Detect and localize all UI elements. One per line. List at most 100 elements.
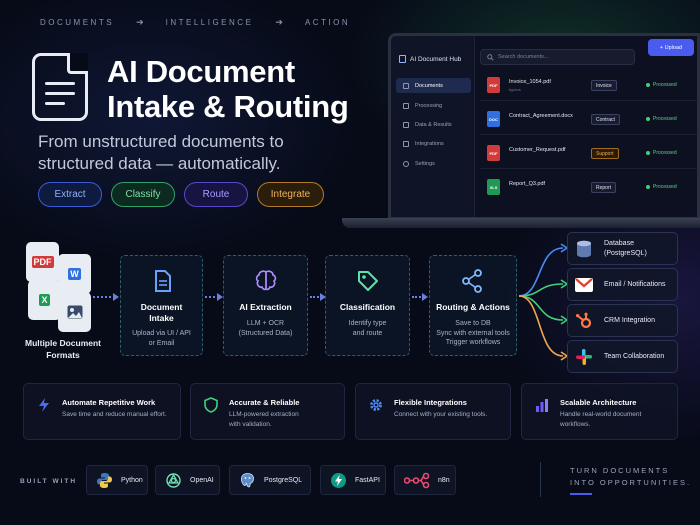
divider bbox=[540, 462, 541, 497]
destination-label: (PostgreSQL) bbox=[604, 249, 647, 257]
file-name: Customer_Request.pdf bbox=[509, 147, 566, 153]
tech-label: OpenAI bbox=[190, 476, 214, 484]
destination-database: Database (PostgreSQL) bbox=[567, 232, 678, 265]
stage-desc-line: Sync with external tools bbox=[436, 329, 510, 337]
tech-label: n8n bbox=[438, 476, 450, 484]
sidebar-item-label: Processing bbox=[415, 102, 443, 109]
title-line-2: Intake & Routing bbox=[107, 89, 349, 124]
stage-title-line: Intake bbox=[149, 313, 174, 323]
pill-extract: Extract bbox=[38, 182, 102, 207]
sidebar-item-settings[interactable]: Settings bbox=[396, 156, 471, 171]
flow-arrow bbox=[205, 293, 223, 301]
tech-fastapi: FastAPI bbox=[320, 465, 386, 495]
word-badge: W bbox=[68, 268, 81, 280]
sidebar-item-label: Data & Results bbox=[415, 121, 452, 128]
routing-connectors bbox=[518, 243, 569, 361]
sidebar-item-documents[interactable]: Documents bbox=[396, 78, 471, 93]
breadcrumb-action: ACTION bbox=[304, 18, 351, 27]
feature-title: Accurate & Reliable bbox=[229, 398, 300, 407]
sidebar-item-integrations[interactable]: Integrations bbox=[396, 136, 471, 151]
feature-desc-line: with validation. bbox=[229, 421, 272, 428]
sidebar-item-processing[interactable]: Processing bbox=[396, 98, 471, 113]
fastapi-icon bbox=[331, 472, 346, 488]
page-subtitle: From unstructured documents to structure… bbox=[38, 131, 284, 175]
pdf-badge: PDF bbox=[31, 256, 54, 268]
tech-openai: OpenAI bbox=[155, 465, 220, 495]
file-name: Invoice_1054.pdf bbox=[509, 79, 551, 85]
pdf-file-icon: PDF bbox=[26, 242, 59, 282]
doc-file-icon: DOC bbox=[487, 111, 500, 127]
bar-chart-icon bbox=[536, 399, 548, 412]
tech-label: PostgreSQL bbox=[264, 476, 303, 484]
image-file-icon bbox=[58, 292, 91, 332]
destination-crm: CRM Integration bbox=[567, 304, 678, 337]
title-line-1: AI Document bbox=[107, 54, 295, 89]
table-row[interactable]: DOC Contract_Agreement.docx Contract Pro… bbox=[480, 105, 697, 135]
feature-desc-line: Save time and reduce manual effort. bbox=[62, 411, 167, 418]
feature-desc-line: Handle real-world document bbox=[560, 411, 642, 418]
source-label-line-1: Multiple Document bbox=[24, 338, 102, 348]
breadcrumb-documents: DOCUMENTS bbox=[40, 18, 115, 27]
file-name: Contract_Agreement.docx bbox=[509, 113, 573, 119]
stage-desc-line: Save to DB bbox=[455, 320, 491, 327]
feature-desc-line: Connect with your existing tools. bbox=[394, 411, 488, 418]
breadcrumb: DOCUMENTS ➔ INTELLIGENCE ➔ ACTION bbox=[40, 17, 350, 28]
destination-label: Database bbox=[604, 239, 634, 247]
n8n-icon bbox=[404, 472, 430, 488]
category-tag: Report bbox=[591, 182, 617, 193]
upload-button[interactable]: + Upload bbox=[648, 39, 694, 56]
destination-team: Team Collaboration bbox=[567, 340, 678, 373]
table-row[interactable]: PDF Customer_Request.pdf Support Process… bbox=[480, 139, 697, 169]
source-label-line-2: Formats bbox=[46, 350, 80, 360]
sidebar-item-data-results[interactable]: Data & Results bbox=[396, 117, 471, 132]
feature-description: Connect with your existing tools. bbox=[394, 410, 519, 420]
sidebar-item-label: Documents bbox=[415, 82, 443, 89]
sidebar-item-label: Settings bbox=[415, 160, 435, 167]
image-icon bbox=[67, 305, 82, 319]
search-input[interactable]: Search documents... bbox=[480, 49, 635, 65]
gear-icon bbox=[403, 102, 409, 109]
status-badge: Processed bbox=[646, 116, 677, 122]
tagline: TURN DOCUMENTS INTO OPPORTUNITIES. bbox=[570, 465, 691, 495]
built-with-label: BUILT WITH bbox=[20, 478, 78, 485]
pdf-file-icon: PDF bbox=[487, 77, 500, 93]
gear-icon bbox=[370, 399, 382, 411]
table-row[interactable]: PDF Invoice_1054.pdf typeos Invoice Proc… bbox=[480, 71, 697, 101]
feature-desc-line: LLM-powered extraction bbox=[229, 411, 299, 418]
tag-icon bbox=[357, 271, 378, 291]
feature-integrations: Flexible Integrations Connect with your … bbox=[355, 383, 511, 440]
app-sidebar: AI Document Hub Documents Processing Dat… bbox=[391, 36, 475, 217]
shield-icon bbox=[204, 397, 218, 413]
feature-description: Save time and reduce manual effort. bbox=[62, 410, 187, 420]
stage-title: AI Extraction bbox=[239, 302, 292, 312]
app-name: AI Document Hub bbox=[410, 55, 462, 63]
table-row[interactable]: XLS Report_Q3.pdf Report Processed bbox=[480, 173, 697, 203]
status-badge: Processed bbox=[646, 150, 677, 156]
category-tag: Invoice bbox=[591, 80, 617, 91]
file-icon bbox=[403, 82, 409, 89]
stage-title: Classification bbox=[339, 302, 396, 312]
feature-description: LLM-powered extraction with validation. bbox=[229, 410, 354, 430]
laptop-base bbox=[342, 218, 700, 228]
feature-title: Flexible Integrations bbox=[394, 398, 467, 407]
file-name: Report_Q3.pdf bbox=[509, 181, 546, 187]
python-icon bbox=[97, 472, 112, 488]
settings-icon bbox=[403, 160, 409, 167]
excel-file-icon: X bbox=[28, 280, 61, 320]
stage-desc-line: Trigger workflows bbox=[445, 339, 501, 346]
document-icon bbox=[154, 270, 171, 292]
file-icon bbox=[399, 55, 406, 63]
slack-icon bbox=[573, 346, 595, 368]
source-label: Multiple Document Formats bbox=[20, 337, 106, 361]
file-meta: typeos bbox=[509, 87, 521, 92]
brain-icon bbox=[255, 270, 276, 291]
stage-desc-line: LLM + OCR bbox=[246, 320, 285, 327]
tagline-underline bbox=[570, 493, 592, 495]
stage-description: LLM + OCR(Structured Data) bbox=[224, 319, 307, 338]
